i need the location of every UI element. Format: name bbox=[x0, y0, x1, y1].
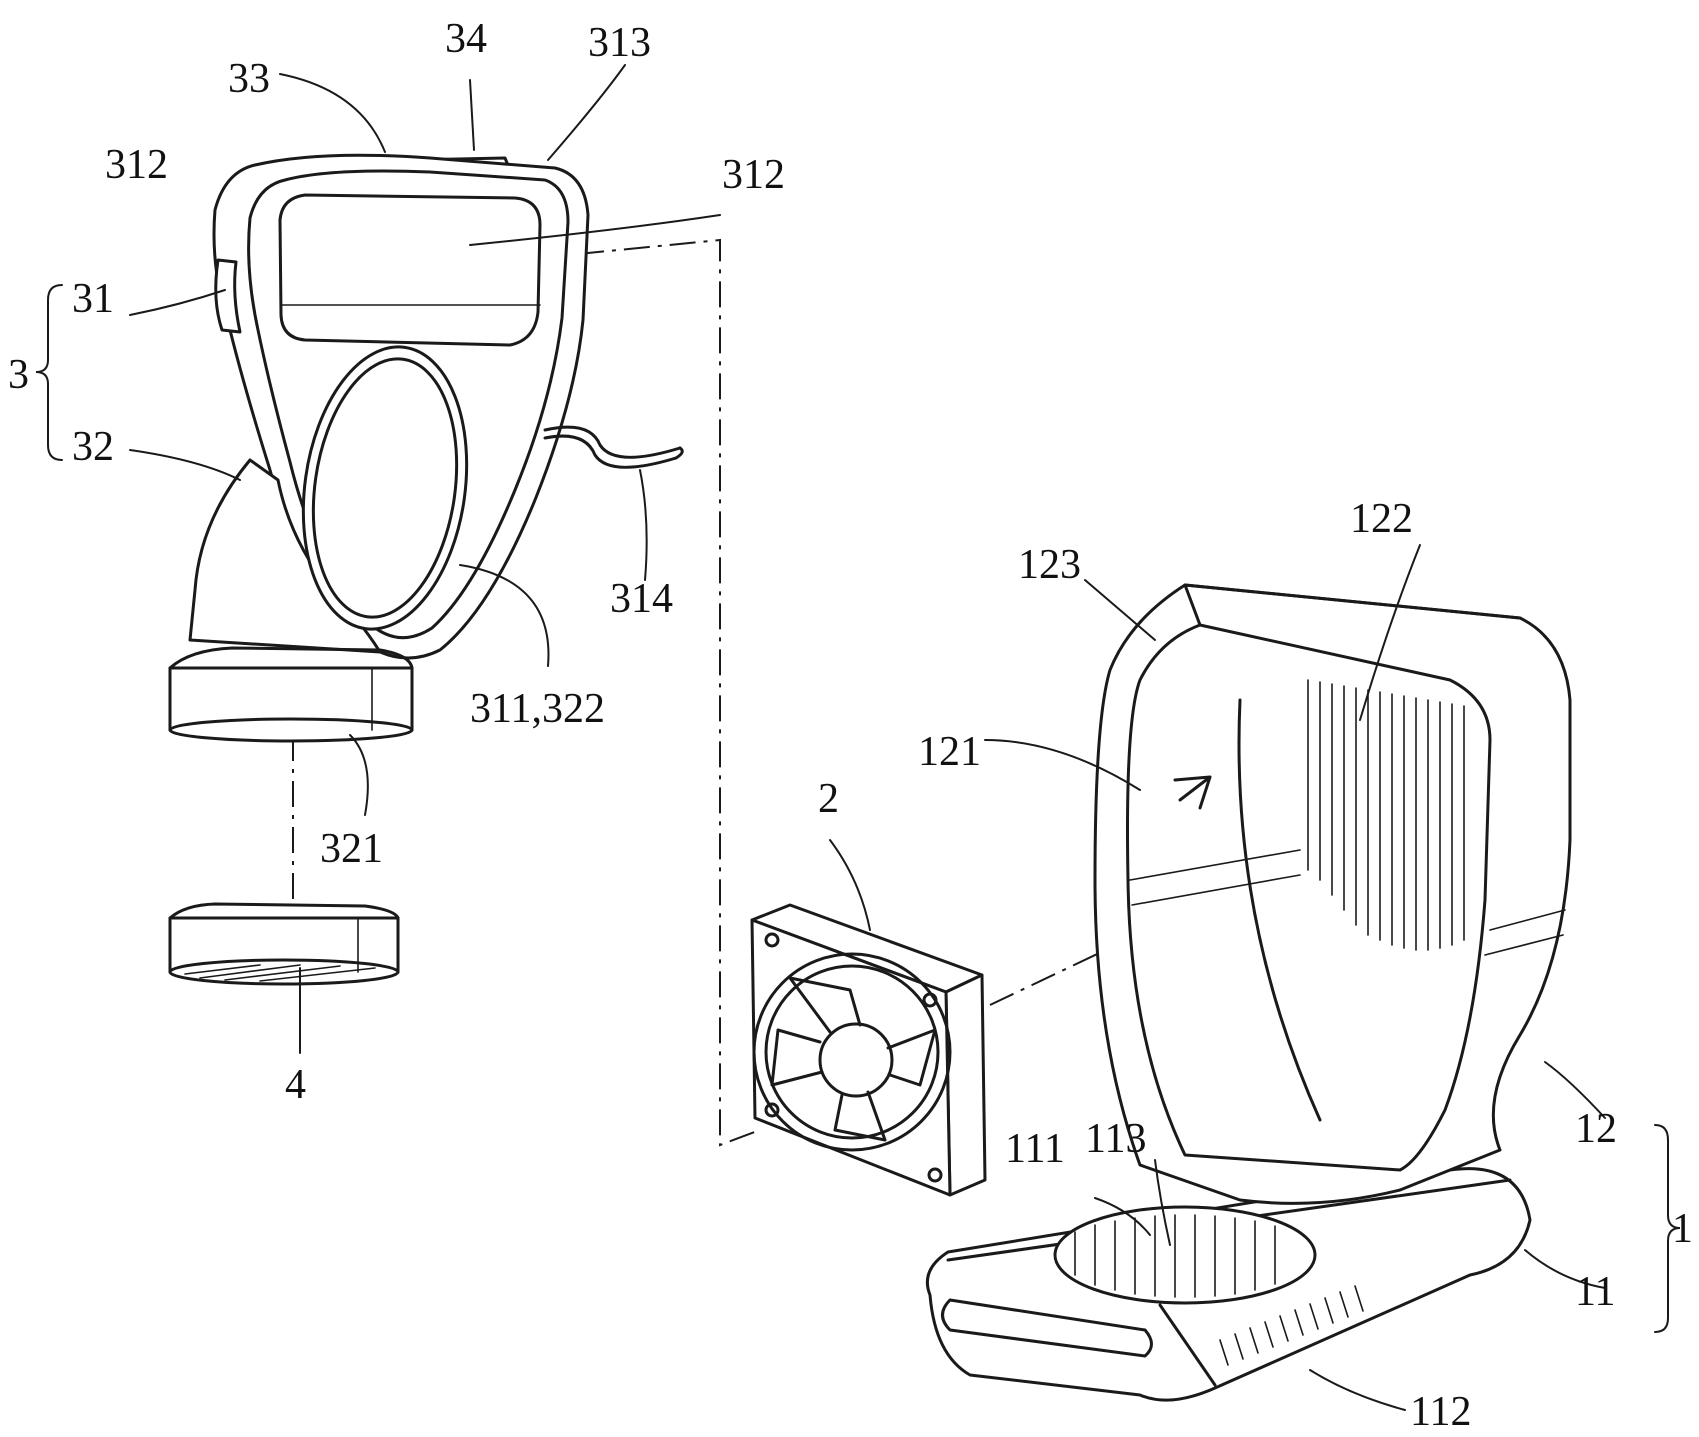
fan-ring-inner bbox=[764, 964, 940, 1140]
label-34: 34 bbox=[445, 16, 487, 62]
arch-inner bbox=[1126, 623, 1492, 1172]
label-3: 3 bbox=[8, 352, 29, 398]
label-31: 31 bbox=[72, 276, 114, 322]
mask-opening-inner bbox=[311, 357, 459, 619]
arch-seam-3 bbox=[1489, 909, 1566, 931]
label-313: 313 bbox=[588, 20, 651, 66]
base-unit bbox=[925, 583, 1572, 1402]
arch-seam-1 bbox=[1129, 849, 1301, 881]
label-112: 112 bbox=[1410, 1389, 1471, 1435]
label-33: 33 bbox=[228, 56, 270, 102]
arch-top-band bbox=[1183, 583, 1522, 620]
arch-inner-wall bbox=[1237, 698, 1322, 1122]
fan-hub bbox=[818, 1022, 894, 1098]
fan-mount-holes bbox=[764, 932, 943, 1183]
mask-opening bbox=[301, 345, 469, 631]
label-12: 12 bbox=[1575, 1106, 1617, 1152]
collar-bottom bbox=[168, 717, 414, 743]
filter-bottom bbox=[168, 958, 400, 986]
fan-ring bbox=[752, 952, 952, 1152]
label-1: 1 bbox=[1672, 1206, 1693, 1252]
label-321: 321 bbox=[320, 826, 383, 872]
bracket-3 bbox=[35, 284, 63, 461]
filter-mesh bbox=[184, 964, 376, 982]
label-312-left: 312 bbox=[105, 142, 168, 188]
label-314: 314 bbox=[610, 576, 673, 622]
label-123: 123 bbox=[1018, 542, 1081, 588]
label-32: 32 bbox=[72, 424, 114, 470]
label-312-right: 312 bbox=[722, 152, 785, 198]
mask-assembly bbox=[168, 153, 684, 743]
airflow-arrow bbox=[1173, 775, 1212, 810]
fan-blades bbox=[770, 976, 937, 1142]
cable-end bbox=[674, 446, 684, 460]
arch-seam-4 bbox=[1484, 934, 1564, 956]
intake-grille bbox=[1074, 1214, 1276, 1298]
intake-opening bbox=[1053, 1205, 1317, 1305]
label-121: 121 bbox=[918, 729, 981, 775]
mask-window bbox=[278, 193, 542, 347]
side-housing bbox=[214, 258, 242, 334]
handle-rail bbox=[941, 1298, 1153, 1358]
reference-numerals: 34 313 33 312 312 31 3 32 314 311,322 32… bbox=[8, 16, 1693, 1435]
label-311-322: 311,322 bbox=[470, 686, 605, 732]
label-113: 113 bbox=[1085, 1116, 1146, 1162]
collar-top bbox=[168, 646, 414, 670]
filter-top bbox=[168, 902, 400, 920]
cable bbox=[543, 425, 682, 459]
fan-unit bbox=[750, 903, 987, 1197]
fan-side-right bbox=[944, 973, 987, 1197]
label-2: 2 bbox=[818, 776, 839, 822]
label-11: 11 bbox=[1575, 1269, 1615, 1315]
cable-lower bbox=[543, 434, 678, 469]
label-122: 122 bbox=[1350, 496, 1413, 542]
bracket-1 bbox=[1654, 1124, 1681, 1333]
label-111: 111 bbox=[1005, 1126, 1065, 1172]
handle-front-edge bbox=[1158, 1303, 1217, 1387]
label-4: 4 bbox=[285, 1062, 306, 1108]
mask-frame-inner bbox=[247, 169, 570, 640]
side-vents bbox=[1219, 1285, 1364, 1366]
arch-top-edge bbox=[1183, 583, 1202, 627]
filter-ring bbox=[168, 902, 400, 986]
arch-seam-2 bbox=[1131, 874, 1301, 906]
outlet-slots bbox=[1307, 679, 1465, 951]
leader-lines bbox=[35, 64, 1681, 1411]
